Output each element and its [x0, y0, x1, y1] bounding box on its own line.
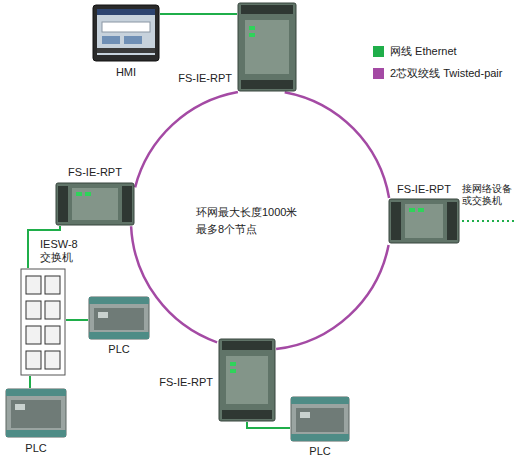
hmi-status-bar: [97, 48, 155, 53]
plc-body: [291, 397, 349, 441]
plc-label-plate: [300, 412, 310, 418]
legend-text: 2芯双绞线 Twisted-pair: [390, 67, 502, 80]
hmi-device: HMI: [92, 4, 160, 62]
ring-note: 环网最大长度1000米: [196, 206, 297, 219]
plc-body: [89, 297, 149, 339]
device-illustration: [92, 4, 160, 62]
plc-top-strip: [291, 397, 349, 404]
repeater-device: FS-IE-RPT: [388, 198, 460, 244]
twisted-pair-ring: [285, 92, 389, 198]
connection-note: 接网络设备 或交换机: [462, 183, 518, 207]
legend-swatch: [373, 46, 384, 57]
status-led: [249, 33, 255, 37]
plc-bottom-strip: [89, 332, 149, 339]
hmi-panel: [102, 22, 150, 32]
ethernet-cable: [29, 376, 31, 388]
hmi-screen: [97, 9, 155, 55]
device-illustration: [218, 338, 276, 422]
switch-body: [21, 269, 65, 375]
repeater-device: FS-IE-RPT: [55, 182, 135, 226]
ethernet-cable: [247, 422, 290, 428]
front-panel: [226, 356, 268, 404]
switch-port: [45, 276, 60, 294]
twisted-pair-ring: [135, 92, 238, 187]
terminal-strip: [222, 341, 272, 350]
plc-device: PLC: [290, 396, 350, 442]
hmi-button: [124, 36, 142, 44]
device-illustration: [55, 182, 135, 226]
plc-top-strip: [6, 389, 66, 396]
hmi-button: [102, 36, 120, 44]
status-led: [249, 26, 255, 30]
terminal-strip: [447, 202, 457, 240]
device-label: FS-IE-RPT: [397, 183, 451, 196]
terminal-strip: [241, 80, 293, 89]
terminal-strip: [222, 410, 272, 419]
device-illustration: [237, 2, 297, 92]
plc-device: PLC: [88, 296, 150, 340]
hmi-title-bar: [97, 9, 155, 15]
device-illustration: [388, 198, 460, 244]
plc-bottom-strip: [291, 434, 349, 441]
legend-swatch: [373, 68, 384, 79]
device-illustration: [5, 388, 67, 438]
ethernet-cable: [160, 13, 237, 15]
terminal-strip: [391, 202, 401, 240]
device-label: FS-IE-RPT: [159, 376, 213, 389]
switch-port: [45, 326, 60, 344]
plc-front: [94, 308, 144, 330]
device-label: FS-IE-RPT: [178, 72, 232, 85]
repeater-body: [56, 183, 134, 225]
plc-device: PLC: [5, 388, 67, 438]
switch-port: [26, 351, 41, 369]
repeater-device: FS-IE-RPT: [237, 2, 297, 92]
switch-port: [26, 276, 41, 294]
device-illustration: [88, 296, 150, 340]
ethernet-cable: [66, 319, 88, 321]
device-label: PLC: [309, 445, 330, 458]
legend-text: 网线 Ethernet: [390, 45, 457, 58]
switch-port: [45, 351, 60, 369]
terminal-strip: [241, 5, 293, 14]
plc-front: [296, 408, 344, 432]
hmi-frame: [93, 5, 159, 61]
front-panel: [405, 204, 443, 238]
status-led: [230, 369, 236, 373]
front-panel: [72, 188, 118, 220]
repeater-body: [219, 339, 275, 421]
plc-label-plate: [98, 312, 108, 318]
switch-port: [45, 301, 60, 319]
repeater-device: FS-IE-RPT: [218, 338, 276, 422]
ring-note: 最多8个节点: [196, 223, 257, 236]
status-led: [230, 362, 236, 366]
front-panel: [245, 20, 289, 74]
device-label: FS-IE-RPT: [68, 166, 122, 179]
terminal-strip: [58, 186, 68, 222]
status-led: [418, 208, 424, 212]
device-label: HMI: [116, 66, 136, 79]
plc-label-plate: [15, 404, 25, 410]
switch-port: [26, 326, 41, 344]
switch-port: [26, 301, 41, 319]
device-illustration: [20, 268, 66, 376]
device-illustration: [290, 396, 350, 442]
status-led: [409, 208, 415, 212]
repeater-body: [238, 3, 296, 91]
status-led: [85, 192, 91, 196]
network-link-dotted: [462, 220, 514, 222]
repeater-body: [389, 199, 459, 243]
device-label: PLC: [108, 343, 129, 356]
switch-device: IESW-8 交换机: [20, 268, 66, 376]
twisted-pair-ring: [276, 245, 389, 349]
plc-top-strip: [89, 297, 149, 304]
plc-body: [6, 389, 66, 437]
device-label: IESW-8 交换机: [40, 238, 86, 264]
plc-front: [11, 400, 61, 428]
terminal-strip: [122, 186, 132, 222]
status-led: [76, 192, 82, 196]
device-label: PLC: [25, 442, 46, 455]
plc-bottom-strip: [6, 430, 66, 437]
